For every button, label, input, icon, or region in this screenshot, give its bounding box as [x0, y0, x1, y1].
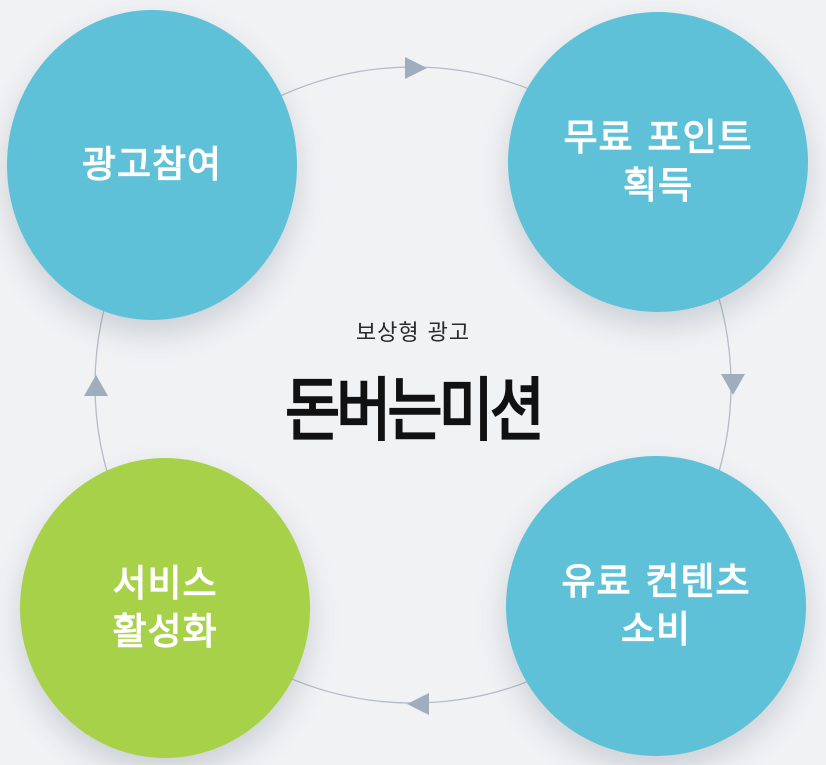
center-label: 보상형 광고 돈버는미션 — [263, 315, 563, 451]
node-ad-participation: 광고참여 — [7, 10, 297, 320]
node-paid-content: 유료 컨텐츠 소비 — [506, 456, 806, 756]
node-label: 광고참여 — [81, 142, 223, 186]
right-arrow-icon — [405, 57, 427, 79]
node-label: 서비스 활성화 — [112, 561, 218, 653]
center-subtitle: 보상형 광고 — [355, 321, 471, 346]
left-arrow-icon — [407, 693, 429, 715]
up-arrow-icon — [84, 375, 108, 396]
node-free-points: 무료 포인트 획득 — [508, 12, 808, 312]
node-label: 무료 포인트 획득 — [563, 115, 753, 207]
node-service-activation: 서비스 활성화 — [20, 458, 310, 758]
node-label: 유료 컨텐츠 소비 — [561, 559, 751, 651]
center-title-logo: 돈버는미션 — [285, 370, 545, 452]
down-arrow-icon — [721, 374, 745, 395]
